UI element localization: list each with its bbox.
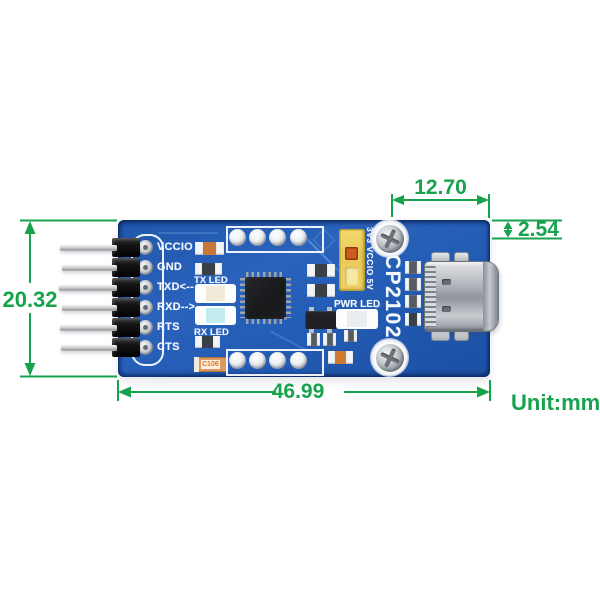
pin-label-rts: RTS [157,321,180,333]
smd-capacitor [307,333,320,346]
trace-line [158,232,218,234]
through-hole [249,352,266,369]
solder-pad [138,280,153,295]
chip-pin1-dot [284,317,287,320]
through-hole [229,229,246,246]
smd-resistor [405,278,421,291]
chip-silk-label: CP2102 [381,254,404,339]
tx-led [195,284,236,303]
dim-top-width-value: 12.70 [414,176,467,199]
through-hole [290,229,307,246]
usb-solder-tab [455,331,468,340]
header-pin [62,305,117,311]
dim-board-width-value: 46.99 [271,380,325,403]
usb-solder-tab [432,253,449,262]
through-hole [269,229,286,246]
header-block [112,338,140,357]
dim-pitch-value: 2.54 [518,218,559,241]
header-block [112,318,140,337]
solder-pad [138,320,153,335]
dim-board-height-value: 20.32 [2,287,58,312]
top-holes-outline [226,226,324,253]
jumper-silk-label: 3V3 VCCIO 5V [365,227,375,291]
header-block [112,238,140,257]
voltage-jumper [339,229,365,291]
header-pin [60,245,117,251]
smd-resistor [307,264,335,277]
header-block [112,278,140,297]
smd-resistor [307,284,335,297]
usb-c-connector [425,262,498,331]
screw-head-icon [375,224,404,253]
solder-pad [138,240,153,255]
usb-solder-tab [432,331,449,340]
usb-latch-mark [442,306,451,312]
pwr-led [336,309,378,329]
smd-resistor [328,351,353,364]
mounting-screw-bottom [371,339,408,376]
chip-body [245,277,286,319]
capacitor-c106: C106 [194,357,228,372]
usb-plug-lip [483,262,498,331]
smd-resistor [195,263,222,275]
usb-through-hole-pins [425,266,436,327]
smd-resistor [405,313,421,326]
header-pin [59,285,117,291]
sot23-regulator [305,307,337,333]
bottom-holes-outline [226,349,324,376]
pin-label-txd: TXD<-- [157,281,194,293]
cp2102-chip [240,272,291,324]
header-pin [60,325,117,331]
pin-label-vccio: VCCIO [157,241,193,253]
header-pin [61,345,117,351]
pwr-led-label: PWR LED [334,299,381,310]
through-hole [229,352,246,369]
through-hole [290,352,307,369]
solder-pad [138,260,153,275]
unit-label: Unit:mm [511,390,600,415]
smd-resistor [195,336,220,348]
mounting-screw-top [371,220,408,257]
smd-resistor [405,295,421,308]
capacitor-ref-label: C106 [201,360,220,369]
through-hole [269,352,286,369]
smd-capacitor [323,333,336,346]
tx-led-label: TX LED [194,275,228,286]
smd-capacitor [344,330,357,342]
solder-pad [138,340,153,355]
smd-resistor [405,261,421,274]
header-pin [62,265,117,271]
pin-label-cts: CTS [157,341,180,353]
jumper-shunt [345,247,358,260]
screw-head-icon [375,343,404,372]
header-block [112,298,140,317]
usb-latch-mark [442,279,451,285]
through-hole [249,229,266,246]
solder-pad [138,300,153,315]
header-block [112,258,140,277]
smd-resistor [195,242,224,255]
rx-led-label: RX LED [194,327,229,338]
pin-label-rxd: RXD--> [157,301,196,313]
jumper-open-slot [345,267,358,285]
rx-led [195,306,236,325]
pin-label-gnd: GND [157,261,183,273]
usb-solder-tab [455,253,468,262]
